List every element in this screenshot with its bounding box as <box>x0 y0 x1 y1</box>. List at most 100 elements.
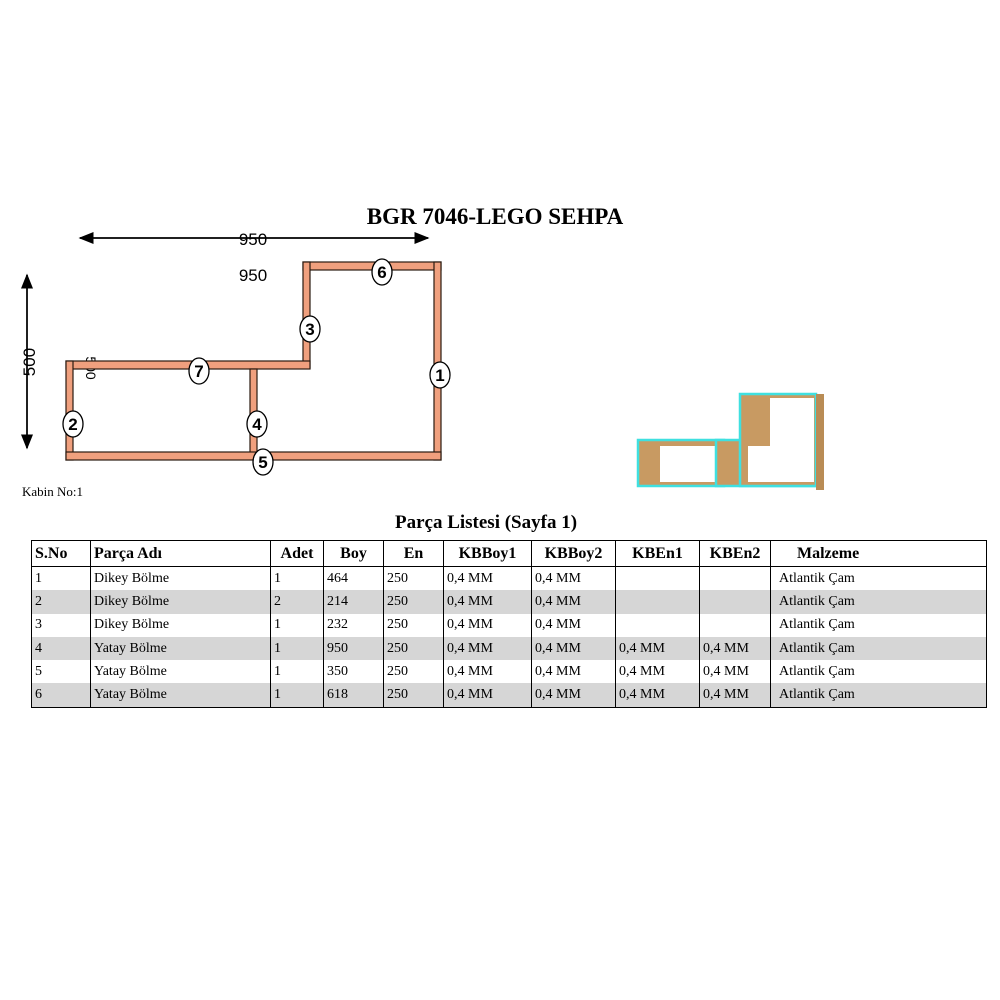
table-cell: 1 <box>270 613 324 637</box>
panel-1 <box>433 261 442 461</box>
table-cell: 0,4 MM <box>443 566 532 591</box>
table-cell: 0,4 MM <box>443 660 532 684</box>
table-cell: 2 <box>270 590 324 614</box>
table-cell: 1 <box>31 566 91 591</box>
table-cell <box>615 566 700 591</box>
part-list-title: Parça Listesi (Sayfa 1) <box>394 512 578 533</box>
part-marker-label: 7 <box>194 362 203 381</box>
table-cell: 464 <box>323 566 384 591</box>
table-cell: 0,4 MM <box>531 566 616 591</box>
table-cell: 5 <box>31 660 91 684</box>
table-cell: 0,4 MM <box>615 683 700 708</box>
table-cell: 1 <box>270 636 324 661</box>
table-cell: 0,4 MM <box>699 683 771 708</box>
table-cell: 250 <box>383 683 444 708</box>
table-cell: Atlantik Çam <box>770 660 987 684</box>
table-cell: 0,4 MM <box>615 636 700 661</box>
table-cell: Dikey Bölme <box>90 613 271 637</box>
table-cell: 214 <box>323 590 384 614</box>
table-cell: 2 <box>31 590 91 614</box>
table-cell <box>615 590 700 614</box>
table-cell: 0,4 MM <box>699 660 771 684</box>
part-marker-label: 2 <box>68 415 77 434</box>
table-cell <box>699 566 771 591</box>
column-header: Boy <box>323 540 384 567</box>
table-cell: Atlantik Çam <box>770 613 987 637</box>
table-cell: Atlantik Çam <box>770 590 987 614</box>
part-marker-5: 5 <box>252 448 274 476</box>
table-cell: 950 <box>323 636 384 661</box>
product-render-image <box>636 392 824 490</box>
table-cell: 618 <box>323 683 384 708</box>
table-cell: 250 <box>383 566 444 591</box>
table-cell: 0,4 MM <box>443 590 532 614</box>
table-cell: 6 <box>31 683 91 708</box>
column-header: En <box>383 540 444 567</box>
column-header: KBEn2 <box>699 540 771 567</box>
table-cell: 0,4 MM <box>531 590 616 614</box>
panel-7 <box>65 360 311 370</box>
width-dimension-label-2: 950 <box>239 266 267 285</box>
table-cell <box>615 613 700 637</box>
table-cell <box>699 613 771 637</box>
part-marker-7: 7 <box>188 357 210 385</box>
table-cell: 1 <box>270 683 324 708</box>
kabin-label: Kabin No:1 <box>22 484 84 499</box>
table-cell: 0,4 MM <box>531 683 616 708</box>
part-marker-1: 1 <box>429 361 451 389</box>
table-cell: 250 <box>383 636 444 661</box>
table-cell: Yatay Bölme <box>90 636 271 661</box>
table-cell: 0,4 MM <box>531 636 616 661</box>
table-cell: 0,4 MM <box>443 636 532 661</box>
table-cell: Dikey Bölme <box>90 566 271 591</box>
table-cell: 250 <box>383 613 444 637</box>
column-header: Parça Adı <box>90 540 271 567</box>
table-cell <box>699 590 771 614</box>
height-dimension-label: 500 <box>20 348 39 376</box>
part-marker-label: 3 <box>305 320 314 339</box>
table-cell: 250 <box>383 590 444 614</box>
table-cell: 350 <box>323 660 384 684</box>
table-cell: 0,4 MM <box>443 613 532 637</box>
table-cell: 1 <box>270 660 324 684</box>
column-header: Adet <box>270 540 324 567</box>
table-cell: Atlantik Çam <box>770 566 987 591</box>
column-header: KBBoy2 <box>531 540 616 567</box>
table-cell: Yatay Bölme <box>90 683 271 708</box>
table-cell: 1 <box>270 566 324 591</box>
document-title: BGR 7046-LEGO SEHPA <box>366 204 624 229</box>
table-cell: 0,4 MM <box>615 660 700 684</box>
table-cell: 0,4 MM <box>531 613 616 637</box>
width-dimension-label: 950 <box>239 230 267 249</box>
part-marker-3: 3 <box>299 315 321 343</box>
panel-3 <box>302 261 311 369</box>
column-header: KBBoy1 <box>443 540 532 567</box>
table-cell: 250 <box>383 660 444 684</box>
part-marker-label: 5 <box>258 453 267 472</box>
table-cell: 3 <box>31 613 91 637</box>
column-header: Malzeme <box>770 540 987 567</box>
part-marker-4: 4 <box>246 410 268 438</box>
column-header: KBEn1 <box>615 540 700 567</box>
part-marker-2: 2 <box>62 410 84 438</box>
part-marker-6: 6 <box>371 258 393 286</box>
table-cell: 0,4 MM <box>531 660 616 684</box>
table-cell: Atlantik Çam <box>770 683 987 708</box>
part-marker-label: 1 <box>435 366 444 385</box>
part-marker-label: 6 <box>377 263 386 282</box>
table-cell: 0,4 MM <box>443 683 532 708</box>
part-marker-label: 4 <box>252 415 262 434</box>
table-cell: 0,4 MM <box>699 636 771 661</box>
table-cell: Yatay Bölme <box>90 660 271 684</box>
table-cell: 232 <box>323 613 384 637</box>
table-cell: 4 <box>31 636 91 661</box>
table-cell: Atlantik Çam <box>770 636 987 661</box>
column-header: S.No <box>31 540 91 567</box>
